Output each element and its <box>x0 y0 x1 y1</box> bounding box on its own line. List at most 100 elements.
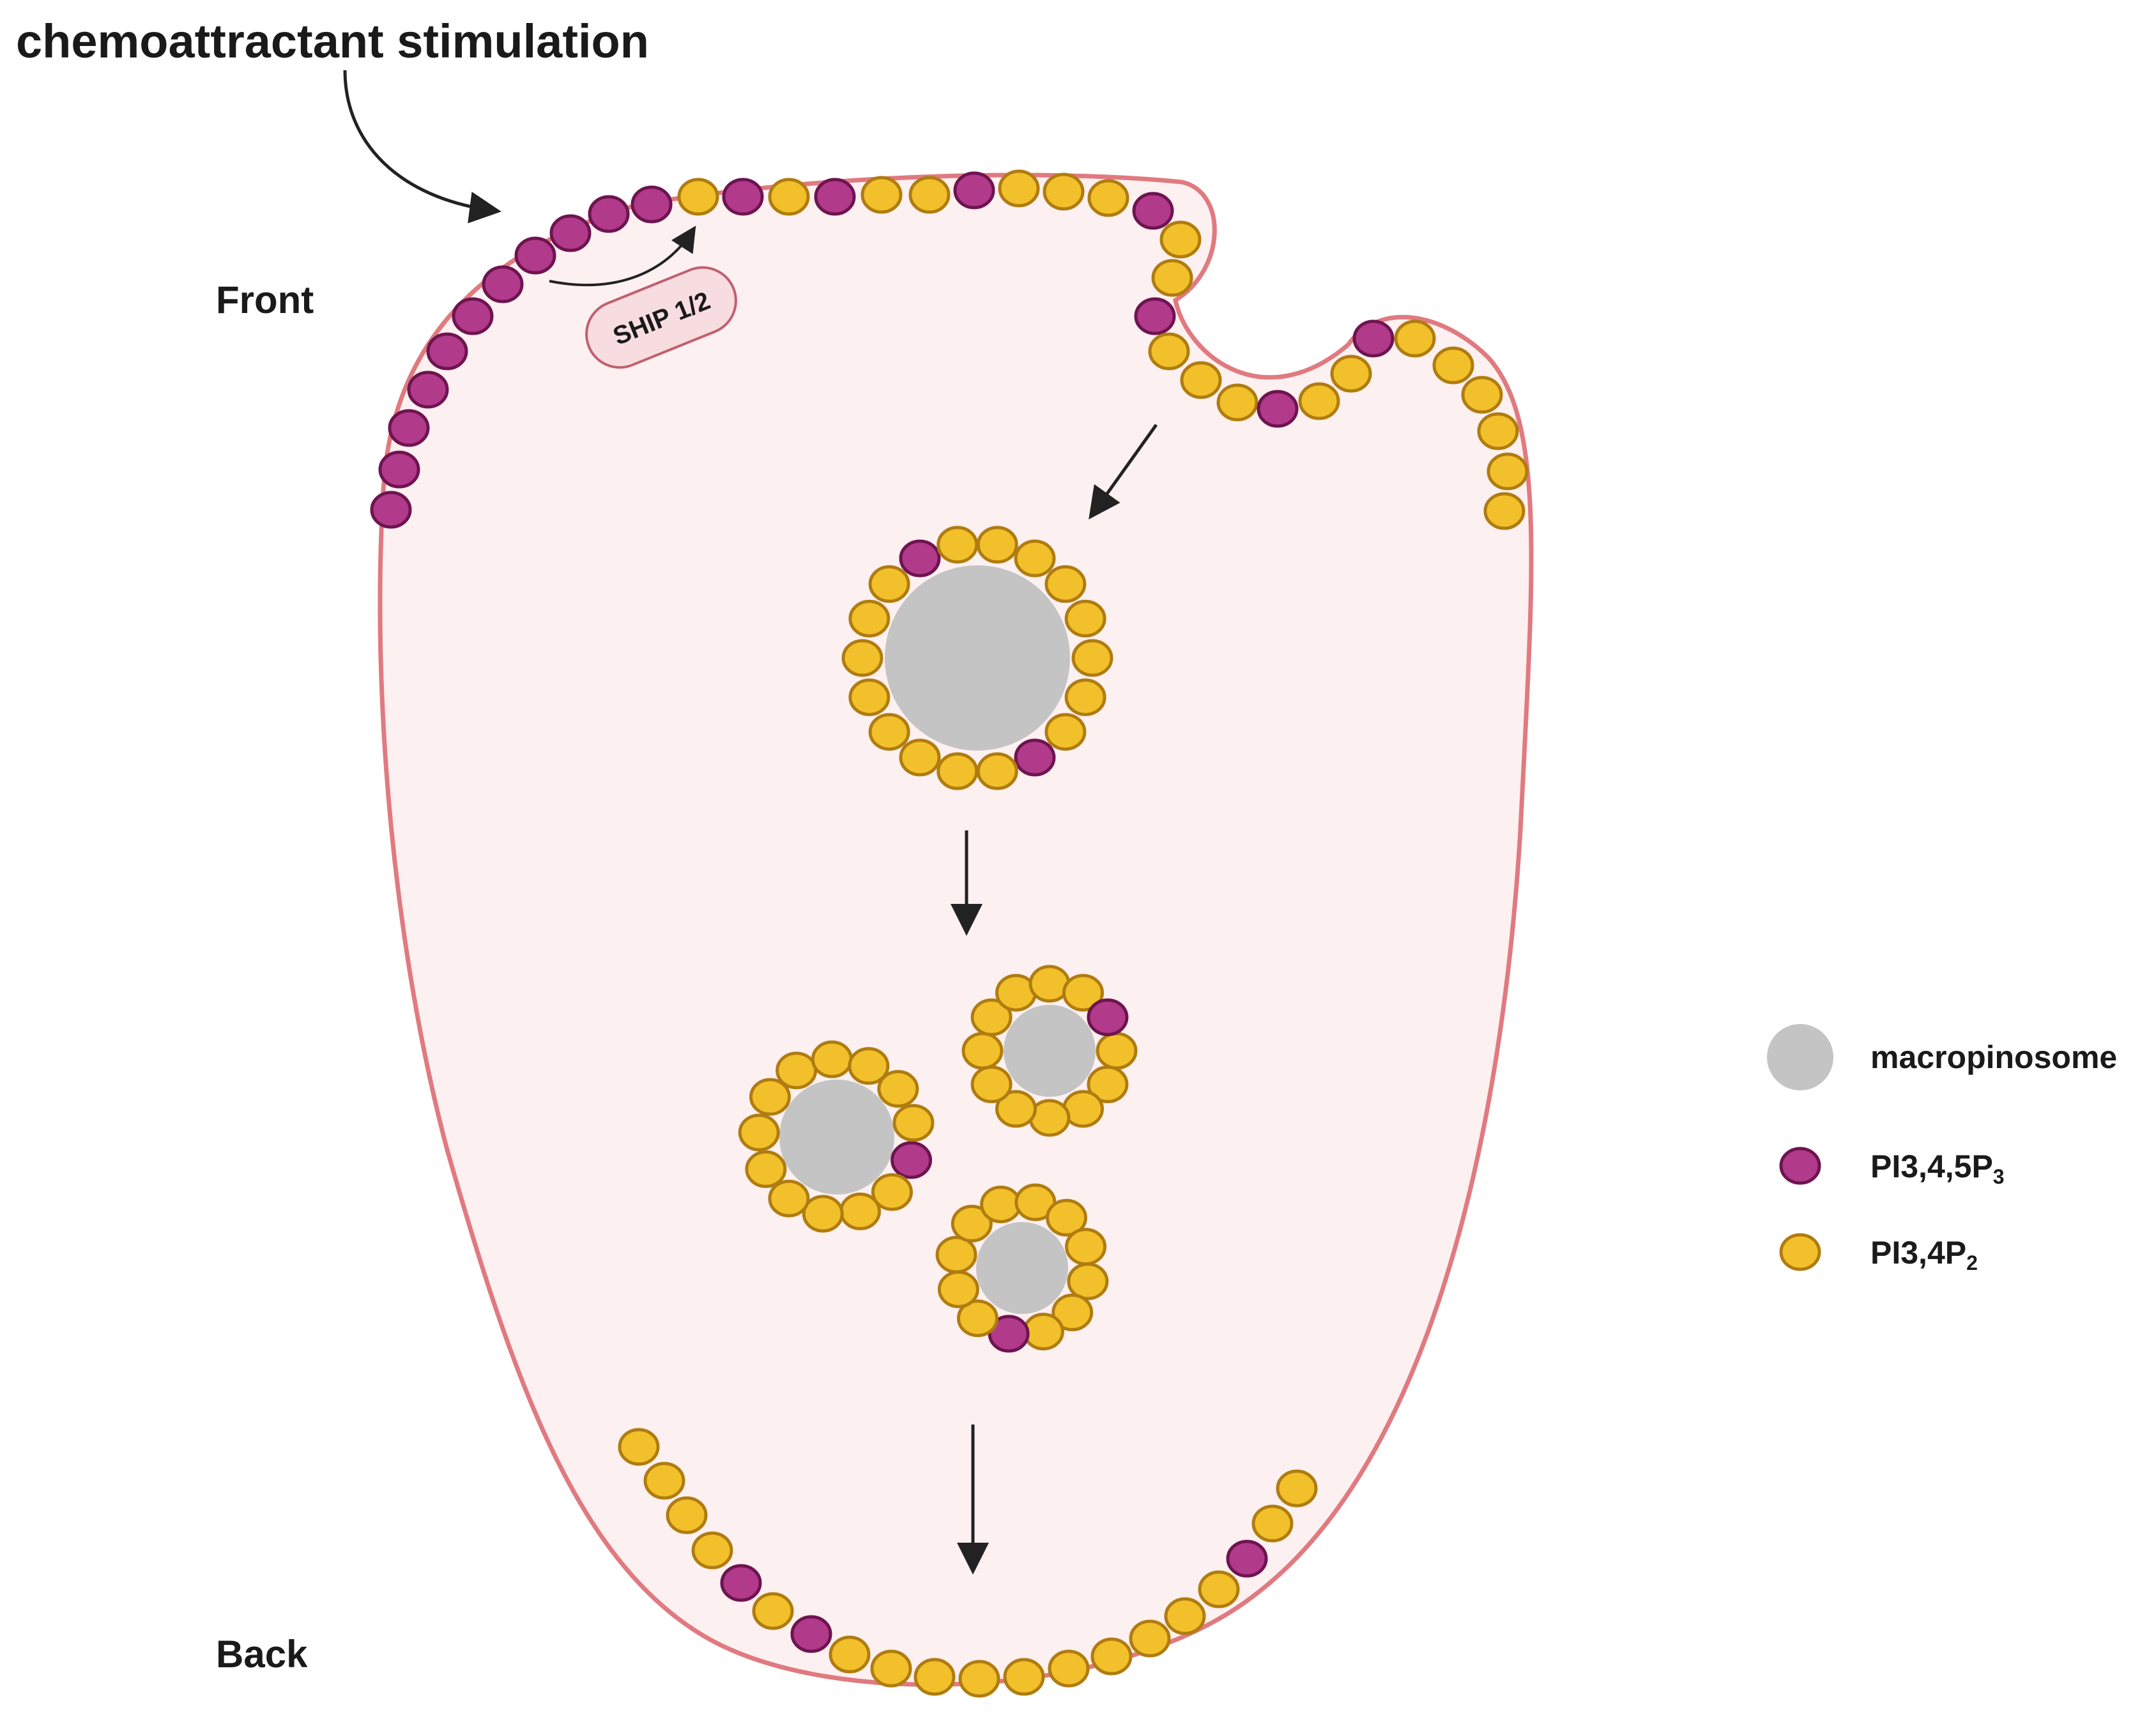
pip3-lipid-ring-large-12 <box>899 539 941 577</box>
pip2-lipid-icon <box>1779 1233 1821 1271</box>
pip2-lipid-back-1 <box>643 1462 685 1500</box>
pip2-lipid-ring-left-6 <box>738 1113 780 1152</box>
pip2-lipid-back-8 <box>870 1649 912 1688</box>
lipid-layer <box>370 169 1529 1698</box>
pip3-lipid-ring-left-0 <box>891 1141 933 1179</box>
pip3-lipid-back-4 <box>720 1564 762 1602</box>
pip2-lipid-ring-bottom-right-6 <box>935 1235 977 1274</box>
pip2-lipid-ring-left-12 <box>892 1104 935 1142</box>
pip2-lipid-back-2 <box>666 1496 708 1534</box>
pip2-lipid-front-29 <box>1298 382 1340 420</box>
pip2-lipid-ring-large-2 <box>1044 713 1087 751</box>
pip2-lipid-ring-bottom-right-1 <box>1051 1294 1094 1332</box>
pip3-lipid-front-9 <box>588 195 630 233</box>
pip2-lipid-ring-left-7 <box>749 1078 791 1116</box>
pip2-lipid-ring-top-right-10 <box>1062 974 1104 1012</box>
pip2-lipid-front-27 <box>1216 383 1258 422</box>
pip2-lipid-back-3 <box>691 1531 733 1570</box>
pip2-lipid-front-30 <box>1330 355 1372 393</box>
pip2-lipid-ring-large-5 <box>937 752 979 790</box>
pip3-lipid-front-21 <box>1132 192 1174 230</box>
pip3-lipid-front-6 <box>482 265 524 303</box>
pip2-lipid-ring-left-11 <box>877 1070 919 1108</box>
pip2-lipid-ring-large-14 <box>976 526 1018 564</box>
pip3-lipid-back-17 <box>1226 1539 1268 1578</box>
pip2-lipid-back-16 <box>1198 1570 1240 1608</box>
pip2-lipid-ring-left-8 <box>776 1051 818 1090</box>
macropinosome-icon <box>1767 1024 1833 1090</box>
pip2-lipid-front-35 <box>1477 412 1519 450</box>
pip2-lipid-ring-bottom-right-7 <box>951 1204 993 1242</box>
pip2-lipid-front-33 <box>1432 346 1474 385</box>
pip2-lipid-back-0 <box>618 1428 660 1466</box>
pip2-lipid-front-36 <box>1487 452 1529 491</box>
small-macropinosome-bottom-right <box>976 1222 1068 1314</box>
pip2-lipid-ring-large-0 <box>1071 639 1113 677</box>
pip2-lipid-front-26 <box>1180 361 1222 399</box>
pip2-lipid-ring-left-10 <box>848 1047 890 1085</box>
pip3-lipid-ring-top-right-11 <box>1087 998 1129 1036</box>
pip2-lipid-ring-bottom-right-2 <box>1022 1313 1064 1351</box>
pip2-lipid-front-37 <box>1483 492 1525 530</box>
arrow-to-macropinosome-icon <box>1089 424 1158 520</box>
pip2-lipid-ring-bottom-right-4 <box>956 1299 998 1338</box>
pip2-lipid-back-14 <box>1129 1619 1171 1658</box>
pip2-lipid-ring-large-10 <box>848 599 891 638</box>
pip2-lipid-ring-top-right-7 <box>970 998 1013 1036</box>
pip2-lipid-front-13 <box>768 178 810 216</box>
pip3-lipid-front-12 <box>722 178 764 216</box>
pip3-lipid-front-2 <box>388 409 430 447</box>
pip2-lipid-ring-top-right-1 <box>1087 1066 1129 1103</box>
pip3-lipid-front-14 <box>814 178 856 216</box>
small-macropinosome-top-right <box>1004 1005 1096 1097</box>
pip2-lipid-ring-top-right-6 <box>961 1032 1004 1070</box>
pip2-lipid-back-11 <box>1003 1658 1045 1696</box>
pip3-lipid-front-4 <box>426 332 468 371</box>
pip2-lipid-ring-left-2 <box>839 1192 882 1230</box>
pip2-lipid-front-19 <box>1043 172 1085 211</box>
front-label: Front <box>216 279 314 321</box>
pip3-lipid-ring-bottom-right-3 <box>988 1315 1030 1353</box>
pip2-lipid-ring-top-right-4 <box>995 1090 1037 1128</box>
pip3-lipid-front-24 <box>1134 297 1176 335</box>
stimulation-arrow-icon <box>343 70 501 224</box>
pip2-lipid-back-19 <box>1276 1469 1318 1508</box>
pip2-lipid-ring-large-16 <box>1044 565 1087 603</box>
pip2-lipid-ring-bottom-right-9 <box>1014 1183 1057 1221</box>
pip2-lipid-back-18 <box>1251 1504 1294 1543</box>
pip2-lipid-ring-large-1 <box>1064 678 1106 717</box>
pip2-lipid-front-16 <box>908 176 951 214</box>
pip3-lipid-front-10 <box>631 185 673 224</box>
cell-membrane <box>378 172 1534 1687</box>
pip3-lipid-front-17 <box>953 171 995 210</box>
pip2-lipid-back-13 <box>1090 1637 1133 1676</box>
ship-conversion-arrow-icon <box>549 225 696 286</box>
pip2-lipid-front-23 <box>1151 259 1193 297</box>
pip2-lipid-back-12 <box>1048 1649 1090 1688</box>
pip2-lipid-back-10 <box>958 1660 1000 1698</box>
pip2-lipid-ring-left-1 <box>871 1173 913 1211</box>
pip2-lipid-back-7 <box>829 1635 871 1674</box>
pip3-lipid-front-5 <box>452 297 494 335</box>
pip2-lipid-front-32 <box>1394 319 1436 358</box>
pip3-lipid-back-6 <box>790 1615 832 1653</box>
pip2-lipid-front-25 <box>1148 332 1190 371</box>
pip2-lipid-front-22 <box>1159 220 1202 259</box>
pip3-lipid-front-31 <box>1352 319 1395 358</box>
pip2-lipid-ring-bottom-right-0 <box>1067 1262 1109 1301</box>
pip2-lipid-ring-large-15 <box>1014 539 1056 577</box>
pip2-lipid-ring-large-8 <box>848 678 891 717</box>
pip2-lipid-front-20 <box>1087 179 1129 217</box>
pip2-lipid-ring-top-right-5 <box>970 1066 1013 1103</box>
pip2-lipid-ring-left-4 <box>768 1179 810 1218</box>
pip2-lipid-back-5 <box>752 1592 794 1630</box>
pip2-lipid-back-9 <box>914 1658 956 1696</box>
legend-pip3-label: PI3,4,5P3 <box>1870 1149 2005 1188</box>
pip2-lipid-ring-large-11 <box>868 565 910 603</box>
pip2-lipid-ring-left-3 <box>802 1195 844 1233</box>
pip2-lipid-ring-large-9 <box>841 639 883 677</box>
pip2-lipid-ring-bottom-right-11 <box>1065 1228 1107 1266</box>
pip2-lipid-ring-large-13 <box>937 526 979 564</box>
back-label: Back <box>216 1633 308 1676</box>
